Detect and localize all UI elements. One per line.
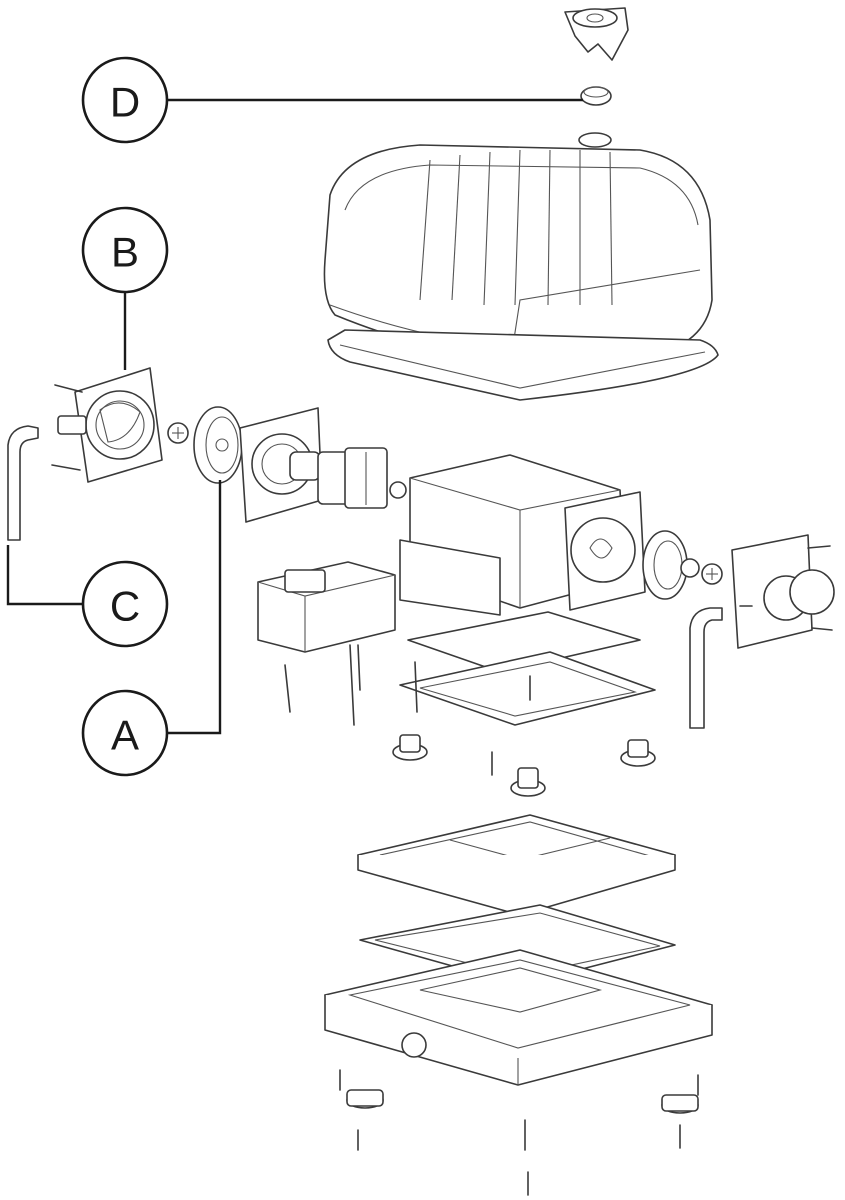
leader-lines	[6, 98, 583, 735]
transformer	[257, 561, 396, 726]
tube-right	[689, 607, 723, 729]
base-housing	[324, 949, 713, 1086]
pump-head-left	[51, 367, 163, 483]
pump-head-right	[731, 534, 835, 649]
diaphragm-housing-right	[564, 491, 646, 611]
callout-d-label: D	[110, 79, 140, 126]
mounting-gasket	[399, 651, 656, 726]
callout-b-label: B	[111, 229, 139, 276]
diaphragm-right	[642, 530, 688, 600]
small-screw-left	[167, 422, 189, 444]
armature	[317, 447, 407, 509]
small-screw-right	[680, 558, 723, 585]
callout-c: C	[81, 560, 169, 648]
insulation-sheet	[407, 611, 641, 673]
callout-a-label: A	[111, 712, 139, 759]
callout-c-label: C	[110, 583, 140, 630]
base-feet	[339, 1069, 699, 1196]
leader-a	[167, 480, 222, 735]
top-cover	[323, 132, 713, 366]
tube-left	[7, 425, 39, 541]
outlet-nozzle	[564, 7, 629, 61]
seal-d	[580, 86, 612, 106]
callout-b: B	[81, 206, 169, 294]
isolators	[392, 734, 656, 797]
diaphragm-housing-left	[239, 407, 323, 523]
callout-d: D	[81, 56, 169, 144]
base-plate	[357, 814, 676, 916]
callout-a: A	[81, 689, 169, 777]
cover-gasket	[327, 329, 719, 401]
leader-c	[6, 545, 83, 606]
diaphragm-a	[193, 406, 243, 484]
